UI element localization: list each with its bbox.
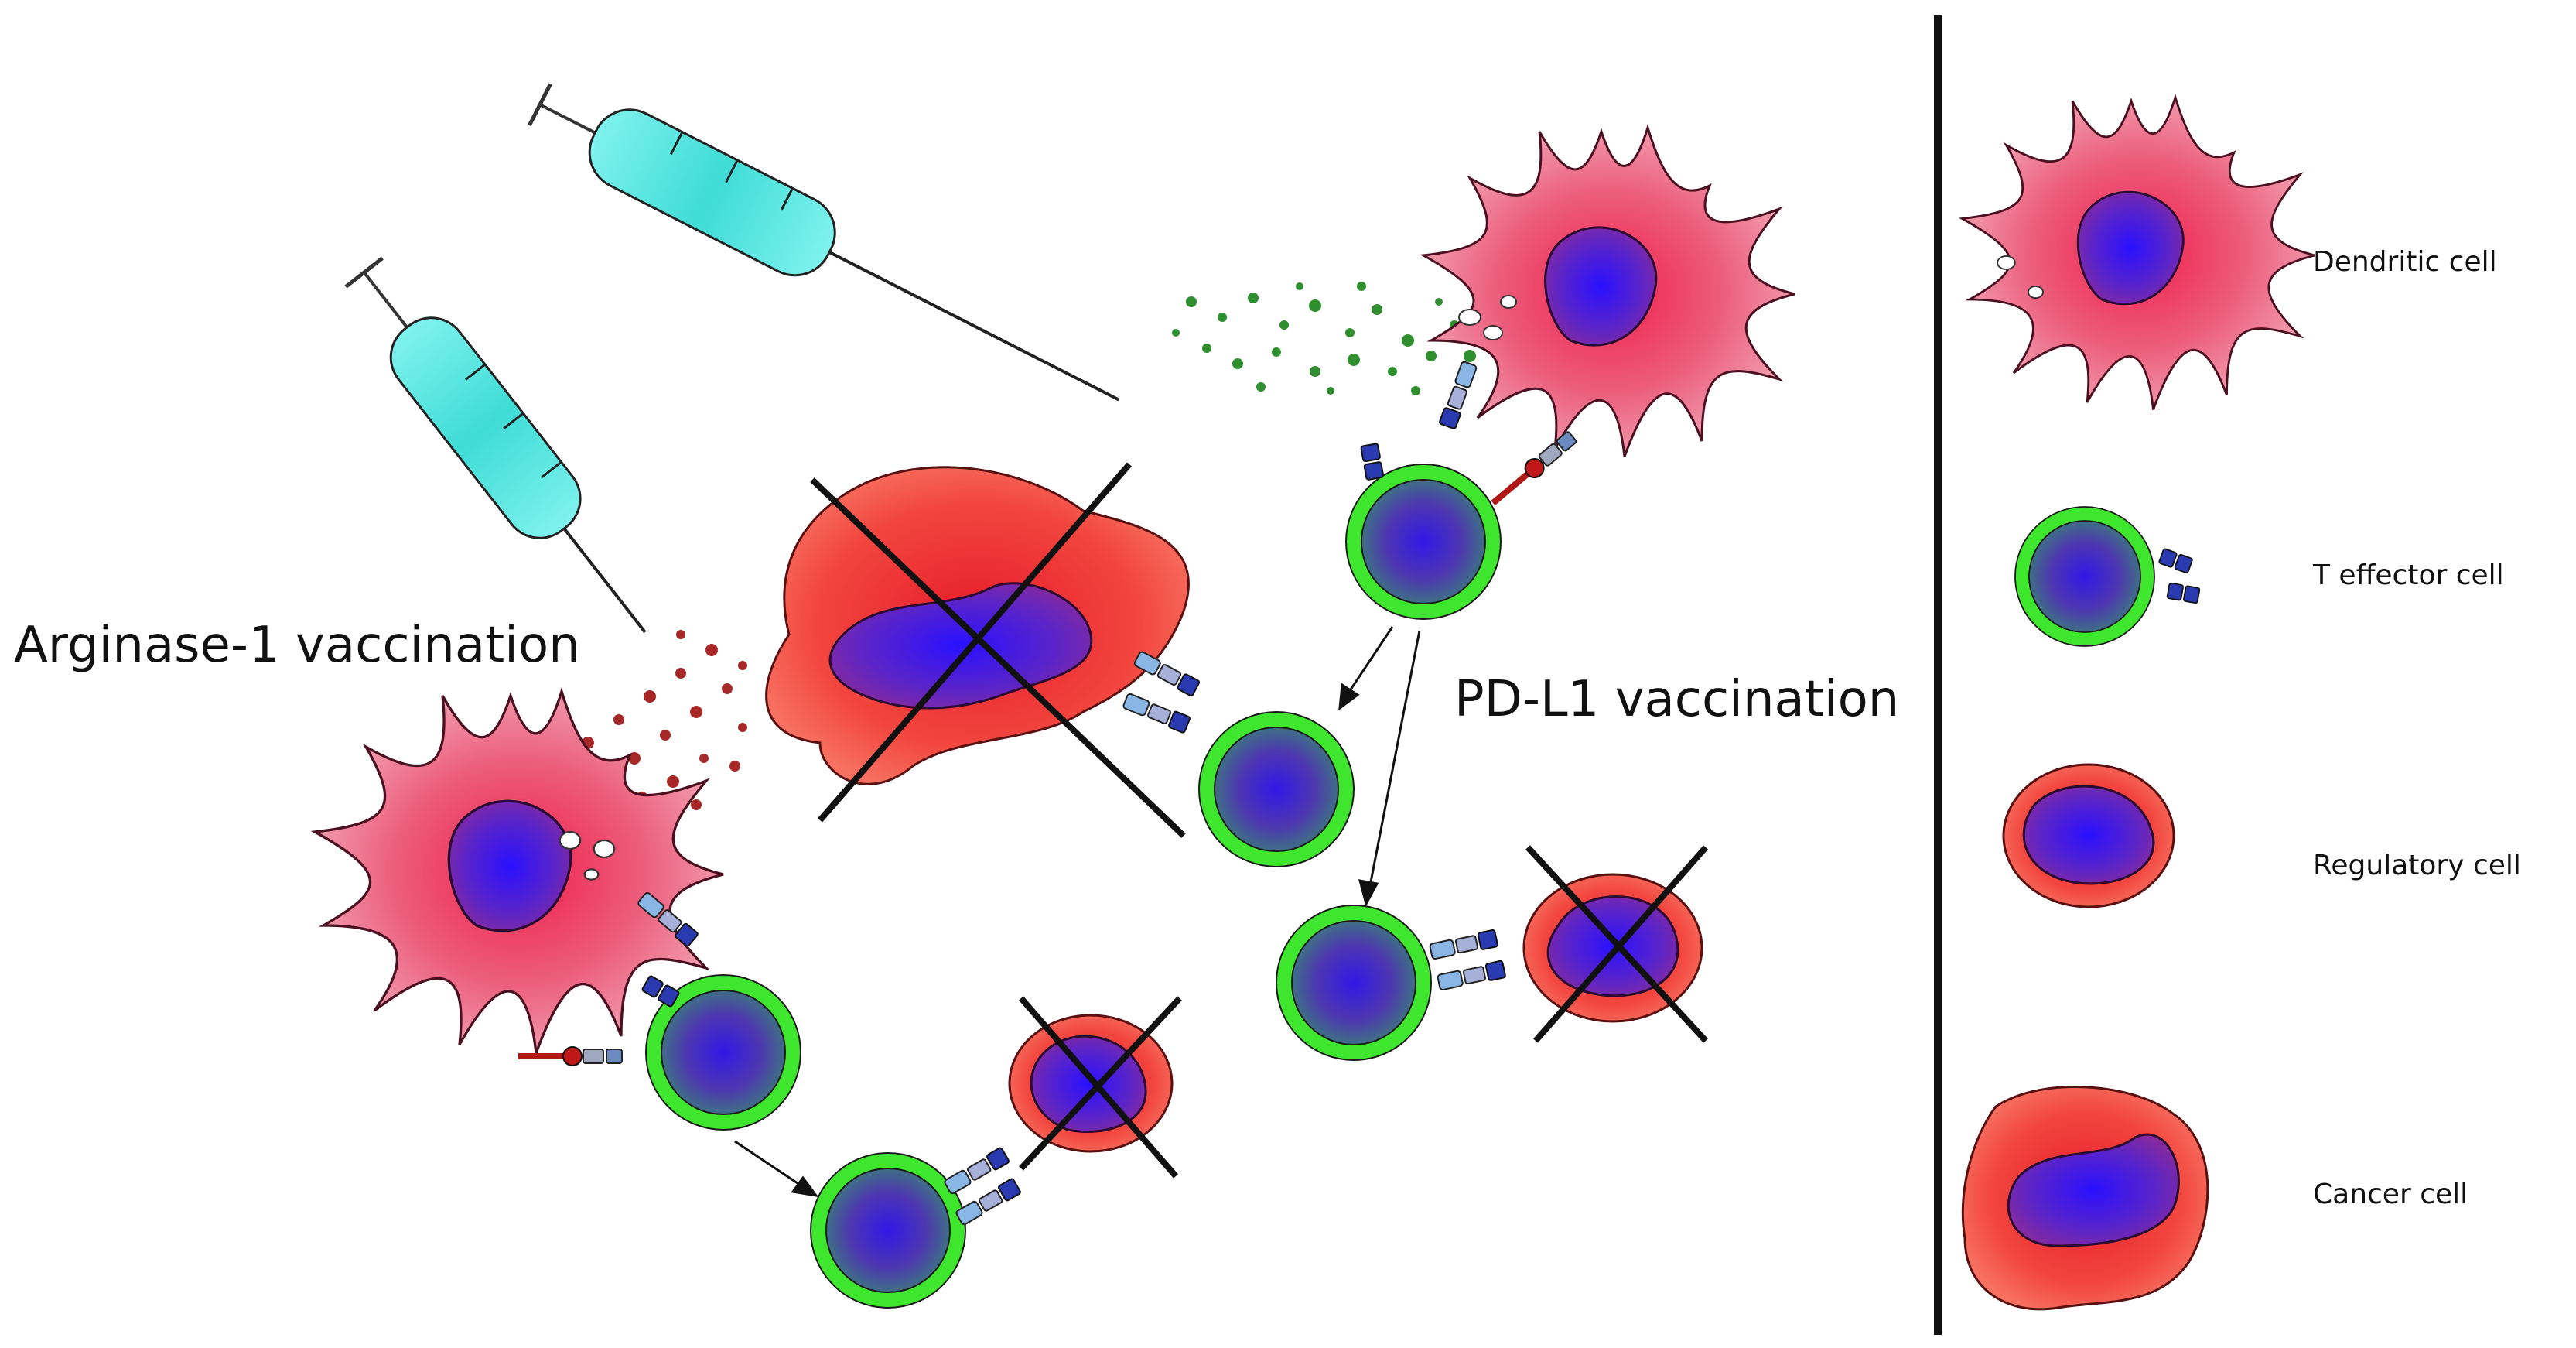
t-cell-bottom bbox=[810, 1152, 966, 1309]
legend-tcell-icon bbox=[2014, 506, 2201, 647]
receptor bbox=[1360, 443, 1385, 481]
receptor-linker bbox=[1438, 360, 1479, 430]
dendritic-cell-top bbox=[1422, 126, 1796, 458]
syringe-arginase bbox=[344, 256, 647, 634]
legend-label-tcell: T effector cell bbox=[2312, 559, 2504, 591]
t-cell-center bbox=[1198, 711, 1355, 867]
receptor-linker bbox=[1428, 929, 1499, 961]
syringe-pdl1 bbox=[528, 83, 1120, 402]
pdl1-label: PD-L1 vaccination bbox=[1454, 671, 1899, 728]
pdl1-particles bbox=[1172, 282, 1476, 395]
regulatory-cell-bottom bbox=[1008, 996, 1182, 1179]
legend-label-dendritic: Dendritic cell bbox=[2313, 246, 2497, 278]
legend-label-cancer: Cancer cell bbox=[2313, 1179, 2468, 1210]
cancer-cell-large bbox=[765, 462, 1190, 838]
receptor bbox=[641, 974, 681, 1008]
legend: Dendritic cell T effector cell Regulator… bbox=[1961, 96, 2521, 1311]
arrows bbox=[734, 626, 1421, 1198]
legend-dendritic-icon bbox=[1961, 96, 2316, 411]
regulatory-cell-right bbox=[1522, 845, 1709, 1043]
t-cell-top-right bbox=[1345, 464, 1502, 620]
dendritic-cell-left bbox=[313, 689, 725, 1055]
t-cell-right bbox=[1276, 905, 1432, 1061]
legend-regulatory-icon bbox=[2002, 763, 2175, 908]
receptor-linker bbox=[1121, 691, 1191, 734]
costim-molecule bbox=[518, 1047, 622, 1066]
arginase-label: Arginase-1 vaccination bbox=[14, 617, 580, 674]
legend-cancer-icon bbox=[1961, 1086, 2209, 1311]
costim-molecule bbox=[1487, 429, 1578, 511]
legend-label-regulatory: Regulatory cell bbox=[2313, 850, 2521, 881]
receptor-linker bbox=[1436, 960, 1507, 992]
